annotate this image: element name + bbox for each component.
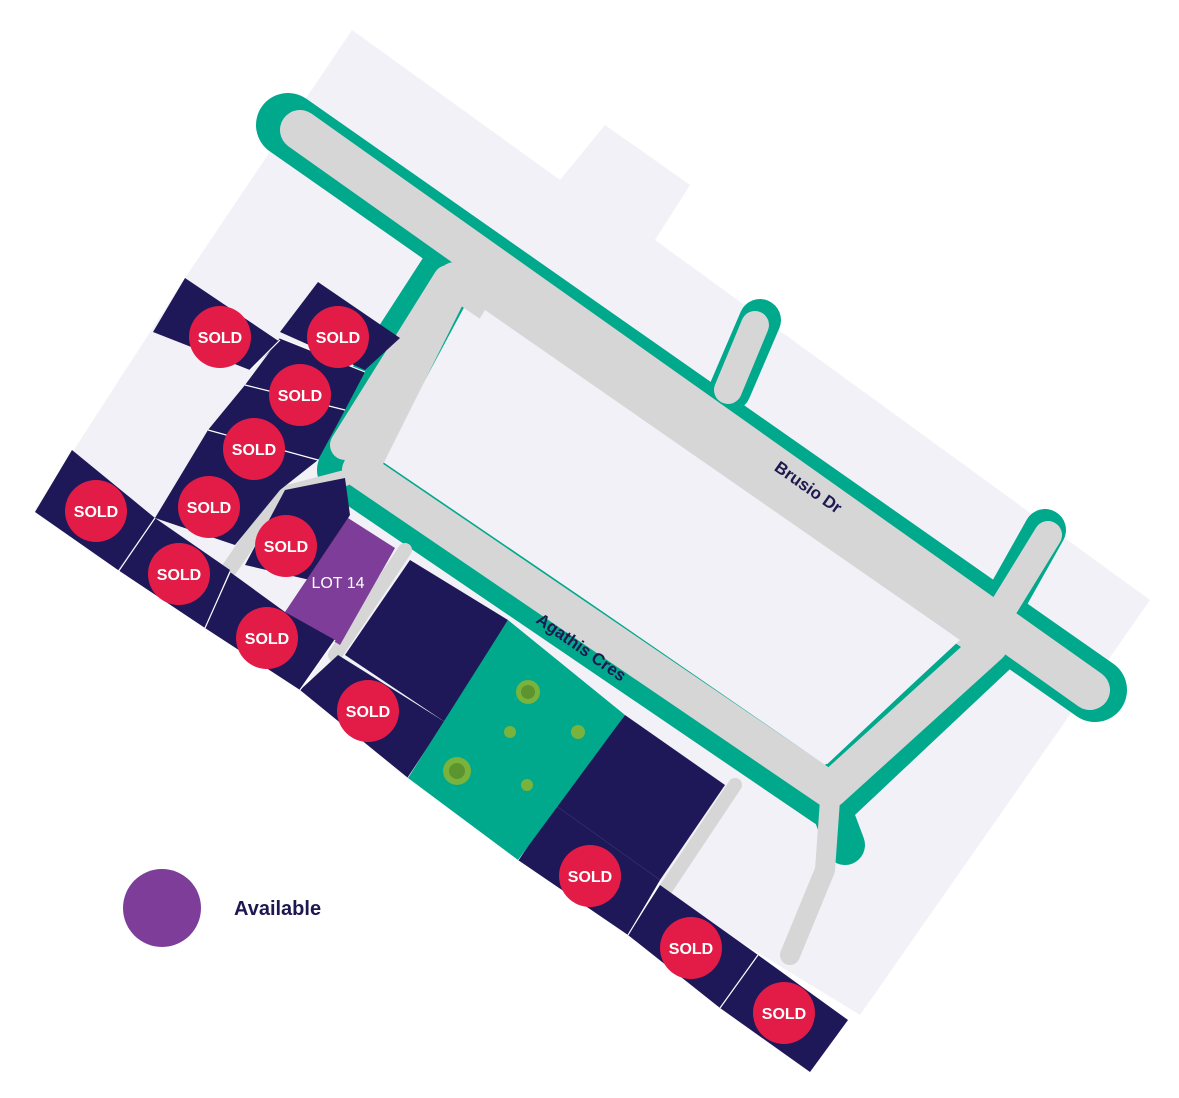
lot-divider [299,639,336,691]
lot-divider [249,339,281,371]
tree-icon [571,725,585,739]
lot-divider [117,517,156,573]
svg-text:SOLD: SOLD [278,388,322,405]
legend: Available [123,869,321,947]
svg-text:SOLD: SOLD [232,442,276,459]
tree-icon [521,779,533,791]
svg-text:SOLD: SOLD [74,504,118,521]
lot-divider [719,954,759,1009]
legend-available-label: Available [234,898,321,920]
sold-badge: SOLD [178,476,240,538]
svg-text:SOLD: SOLD [346,704,390,721]
west-connector-road [330,265,463,460]
svg-text:SOLD: SOLD [568,869,612,886]
svg-text:SOLD: SOLD [669,941,713,958]
svg-text:SOLD: SOLD [157,567,201,584]
trees [443,680,585,791]
lot-14-available[interactable] [285,518,395,645]
laneway-lot14 [328,543,412,662]
svg-text:SOLD: SOLD [198,330,242,347]
sold-badge: SOLD [223,418,285,480]
central-block [390,310,960,765]
sold-badge: SOLD [660,917,722,979]
lot-dark-2[interactable] [555,715,725,880]
east-connector-road [714,311,769,404]
lot-dark-1[interactable] [345,560,508,722]
sold-badge: SOLD [236,607,298,669]
ring-road [342,262,1008,808]
lot-14-label: LOT 14 [311,575,364,592]
svg-text:SOLD: SOLD [762,1006,806,1023]
south-connector-road [780,790,840,965]
legend-available-swatch [123,869,201,947]
sold-badge: SOLD [269,364,331,426]
sold-badge: SOLD [255,515,317,577]
svg-text:SOLD: SOLD [264,539,308,556]
se-connector-road [991,521,1062,619]
sold-badge: SOLD [148,543,210,605]
brusio-road [280,110,1110,710]
sold-badge: SOLD [559,845,621,907]
sold-badges: SOLD SOLD SOLD SOLD SOLD SOLD SOLD SOLD … [65,306,815,1044]
sold-badge: SOLD [337,680,399,742]
svg-text:SOLD: SOLD [187,500,231,517]
park-reserve [408,620,625,860]
tree-icon [504,726,516,738]
sold-badge: SOLD [189,306,251,368]
sold-badge: SOLD [307,306,369,368]
laneway-south [658,778,742,897]
lot-divider [204,571,231,629]
lot-divider [627,881,661,936]
road-network [222,93,1127,965]
svg-text:SOLD: SOLD [245,631,289,648]
sold-badge: SOLD [65,480,127,542]
svg-text:SOLD: SOLD [316,330,360,347]
tree-icon [521,685,535,699]
tree-icon [449,763,465,779]
sold-badge: SOLD [753,982,815,1044]
